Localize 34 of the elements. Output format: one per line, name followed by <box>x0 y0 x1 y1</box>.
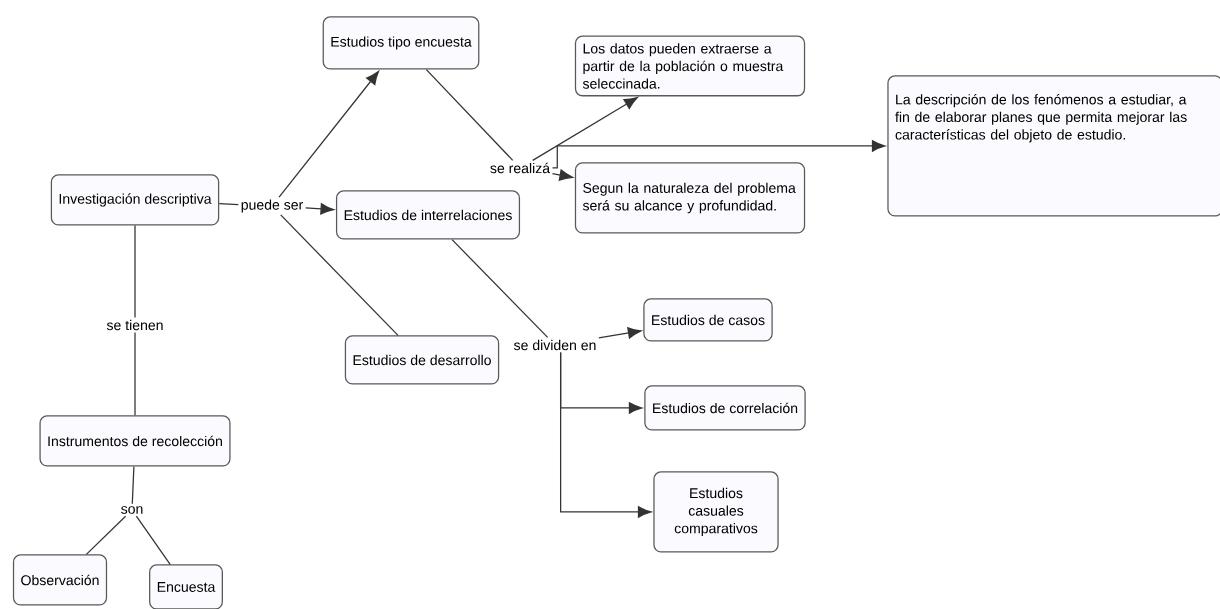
connector-line <box>134 225 136 319</box>
linking-phrase: puede ser <box>238 197 306 215</box>
concept-box: Encuesta <box>149 564 223 609</box>
concept-box: Estudios de interrelaciones <box>335 190 521 240</box>
connector-line <box>131 466 135 505</box>
arrow <box>598 327 642 339</box>
linking-phrase: se realizá <box>487 160 553 176</box>
connector-line <box>135 515 171 565</box>
arrow <box>278 70 380 198</box>
concept-box: Los datos pueden extraerse a partir de la población o muestra seleccinada. <box>574 35 806 97</box>
concept-box: Instrumentos de recolección <box>39 415 231 467</box>
concept-box: Investigación descriptiva <box>50 174 220 226</box>
linking-phrase: se dividen en <box>511 337 599 353</box>
concept-box: Estudios tipo encuesta <box>322 16 480 70</box>
linking-phrase: son <box>118 504 146 516</box>
concept-box: Estudios de correlación <box>644 385 806 431</box>
concept-box: Estudios de desarrollo <box>344 335 500 385</box>
concept-box: Estudios de casos <box>643 298 773 342</box>
concept-box: Estudios casuales comparativos <box>653 471 779 553</box>
arrow <box>560 351 652 518</box>
connector-line <box>280 214 399 336</box>
arrow <box>532 97 638 161</box>
concept-box: Segun la naturaleza del problema será su alcance y profundidad. <box>574 162 806 234</box>
connector-line <box>85 515 127 555</box>
connector-line <box>451 239 549 339</box>
connector-line <box>218 203 239 206</box>
connector-line <box>134 331 136 416</box>
linking-phrase: se tienen <box>104 317 166 333</box>
arrow <box>551 140 886 169</box>
concept-box: Observación <box>12 554 108 606</box>
arrow <box>305 203 335 215</box>
connector-line <box>425 69 514 161</box>
concept-box: La descripción de los fenómenos a estudiar, a fin de elaborar planes que permita mejorar las características del objeto de estudio. <box>887 75 1220 217</box>
arrow <box>551 169 574 181</box>
